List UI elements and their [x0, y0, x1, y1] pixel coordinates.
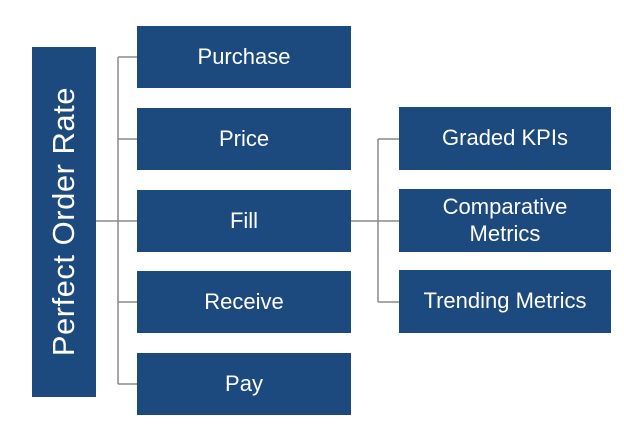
- fill-detail-comparative-metrics-label: Comparative Metrics: [442, 194, 568, 246]
- stage-pay-label: Pay: [225, 370, 263, 396]
- fill-detail-trending-metrics-label: Trending Metrics: [423, 288, 587, 314]
- stage-purchase-label: Purchase: [197, 43, 291, 69]
- stage-fill: Fill: [137, 190, 351, 252]
- stage-receive: Receive: [137, 271, 351, 333]
- stage-fill-label: Fill: [229, 207, 259, 233]
- fill-detail-graded-kpis-label: Graded KPIs: [442, 125, 568, 151]
- fill-detail-comparative-metrics: Comparative Metrics: [399, 189, 611, 252]
- perfect-order-rate-box: Perfect Order Rate: [32, 47, 96, 397]
- stage-price: Price: [137, 108, 351, 170]
- perfect-order-rate-label: Perfect Order Rate: [46, 87, 82, 357]
- stage-price-label: Price: [218, 125, 270, 151]
- stage-purchase: Purchase: [137, 26, 351, 88]
- stage-pay: Pay: [137, 353, 351, 415]
- fill-detail-trending-metrics: Trending Metrics: [399, 270, 611, 333]
- stage-receive-label: Receive: [204, 288, 284, 314]
- fill-detail-graded-kpis: Graded KPIs: [399, 107, 611, 170]
